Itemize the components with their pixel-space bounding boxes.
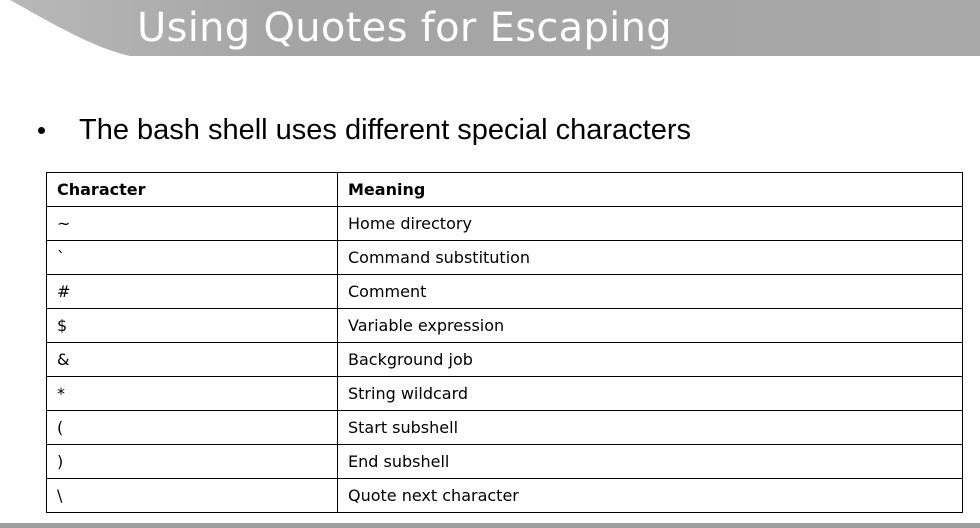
bullet-dot-icon	[38, 126, 45, 134]
table-row: $ Variable expression	[46, 308, 963, 343]
cell-meaning: Background job	[337, 342, 963, 377]
title-bar: Using Quotes for Escaping	[0, 0, 980, 56]
cell-meaning: End subshell	[337, 444, 963, 479]
table-row: ) End subshell	[46, 444, 963, 479]
table-row: * String wildcard	[46, 376, 963, 411]
table-row: \ Quote next character	[46, 478, 963, 513]
cell-meaning: String wildcard	[337, 376, 963, 411]
cell-character: \	[46, 478, 338, 513]
table-row: ( Start subshell	[46, 410, 963, 445]
cell-character: `	[46, 240, 338, 275]
slide-title: Using Quotes for Escaping	[137, 5, 672, 51]
header-character: Character	[46, 172, 338, 207]
cell-character: $	[46, 308, 338, 343]
cell-character: *	[46, 376, 338, 411]
table-header-row: Character Meaning	[46, 172, 963, 207]
bullet-item: The bash shell uses different special ch…	[38, 108, 691, 152]
table-row: ~ Home directory	[46, 206, 963, 241]
cell-meaning: Command substitution	[337, 240, 963, 275]
cell-meaning: Home directory	[337, 206, 963, 241]
cell-character: (	[46, 410, 338, 445]
cell-meaning: Start subshell	[337, 410, 963, 445]
table-row: # Comment	[46, 274, 963, 309]
bullet-text: The bash shell uses different special ch…	[79, 113, 692, 146]
cell-character: #	[46, 274, 338, 309]
cell-meaning: Variable expression	[337, 308, 963, 343]
cell-meaning: Comment	[337, 274, 963, 309]
cell-character: &	[46, 342, 338, 377]
special-characters-table: Character Meaning ~ Home directory ` Com…	[46, 172, 963, 513]
cell-meaning: Quote next character	[337, 478, 963, 513]
bottom-divider	[0, 523, 980, 528]
title-bar-shape	[0, 0, 980, 56]
table-row: & Background job	[46, 342, 963, 377]
cell-character: )	[46, 444, 338, 479]
cell-character: ~	[46, 206, 338, 241]
header-meaning: Meaning	[337, 172, 963, 207]
table-row: ` Command substitution	[46, 240, 963, 275]
